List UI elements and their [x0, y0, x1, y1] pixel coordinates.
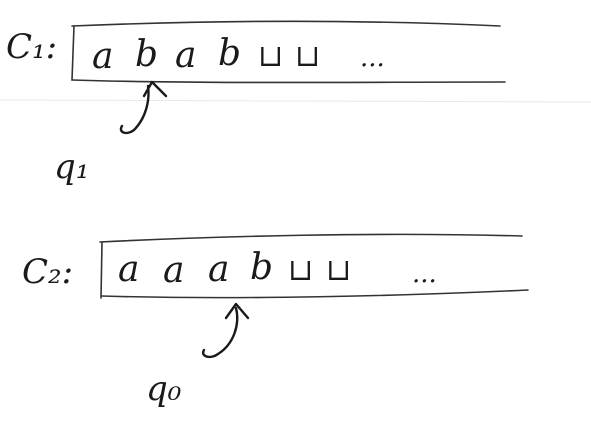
- config-1-cell-2: a: [175, 35, 196, 76]
- config-2-cell-5: ⊔: [326, 253, 351, 288]
- config-1-label: C₁:: [6, 27, 57, 67]
- arrow-shaft: [119, 84, 150, 135]
- config-1-state: q₁: [54, 147, 89, 187]
- config-2-cell-4: ⊔: [288, 253, 313, 288]
- config-1-tape-bottom-line: [71, 79, 506, 84]
- config-2-state: q₀: [146, 369, 182, 409]
- config-2-cell-1: a: [163, 250, 184, 291]
- arrow-shaft: [201, 306, 239, 359]
- arrow-head: [224, 302, 250, 320]
- config-2-cell-3: b: [250, 247, 273, 288]
- config-1-cell-1: b: [135, 34, 158, 75]
- config-1-tape-top-line: [71, 20, 501, 27]
- config-2-ellipsis: ...: [412, 259, 437, 289]
- config-1-cell-0: a: [92, 36, 113, 77]
- config-2-head-arrow: [201, 302, 250, 359]
- config-1-cell-5: ⊔: [295, 39, 320, 74]
- config-2-cell-0: a: [118, 249, 139, 290]
- faint-guide-line: [0, 99, 591, 103]
- config-2-label: C₂:: [22, 252, 73, 292]
- config-2-tape-bottom-line: [101, 289, 529, 299]
- config-2-tape: a a a b ⊔ ⊔ ...: [99, 233, 529, 299]
- config-1-cell-3: b: [218, 33, 241, 74]
- config-2-tape-top-line: [99, 233, 523, 243]
- arrow-head: [142, 80, 168, 98]
- config-1-tape-left-edge: [71, 25, 75, 81]
- config-1-head-arrow: [119, 80, 168, 135]
- config-1-cell-4: ⊔: [258, 39, 283, 74]
- config-1-tape: a b a b ⊔ ⊔ ...: [71, 20, 506, 84]
- config-2-cell-2: a: [208, 249, 229, 290]
- config-2-tape-left-edge: [100, 241, 103, 299]
- configuration-1: C₁: a b a b ⊔ ⊔ ... q₁: [6, 20, 506, 187]
- config-1-ellipsis: ...: [360, 43, 385, 73]
- configuration-2: C₂: a a a b ⊔ ⊔ ... q₀: [22, 233, 529, 409]
